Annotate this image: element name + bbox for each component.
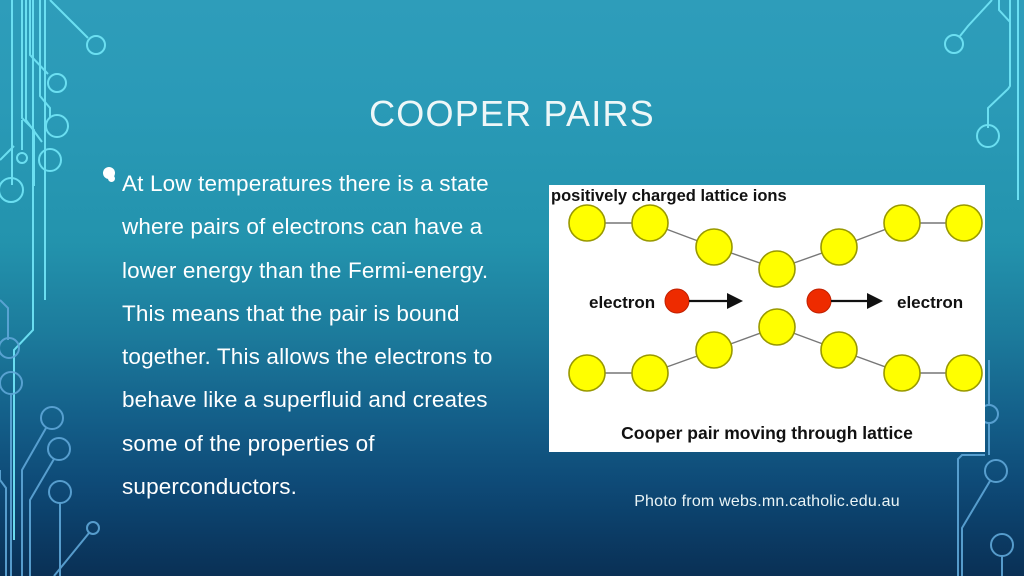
electron-label-right: electron (897, 293, 963, 312)
top-row-ions (568, 204, 983, 288)
electron-particle-right (806, 288, 832, 314)
diagram-bottom-label: Cooper pair moving through lattice (621, 423, 913, 443)
bullet-dot-icon (108, 175, 115, 182)
diagram-top-label: positively charged lattice ions (551, 187, 787, 205)
slide-title: COOPER PAIRS (369, 93, 655, 134)
bullet-text: At Low temperatures there is a state whe… (122, 171, 493, 500)
electron-particle-left (664, 288, 690, 314)
electron-label-left: electron (589, 293, 655, 312)
photo-credit-caption: Photo from webs.mn.catholic.edu.au (634, 493, 900, 510)
electron-arrow-left (689, 293, 743, 309)
bottom-row-ions (568, 308, 983, 392)
lattice-diagram-image: positively charged lattice ions (549, 185, 985, 452)
electron-arrow-right (831, 293, 883, 309)
bullet-item: At Low temperatures there is a state whe… (108, 162, 528, 508)
body-text-block: At Low temperatures there is a state whe… (108, 162, 528, 508)
